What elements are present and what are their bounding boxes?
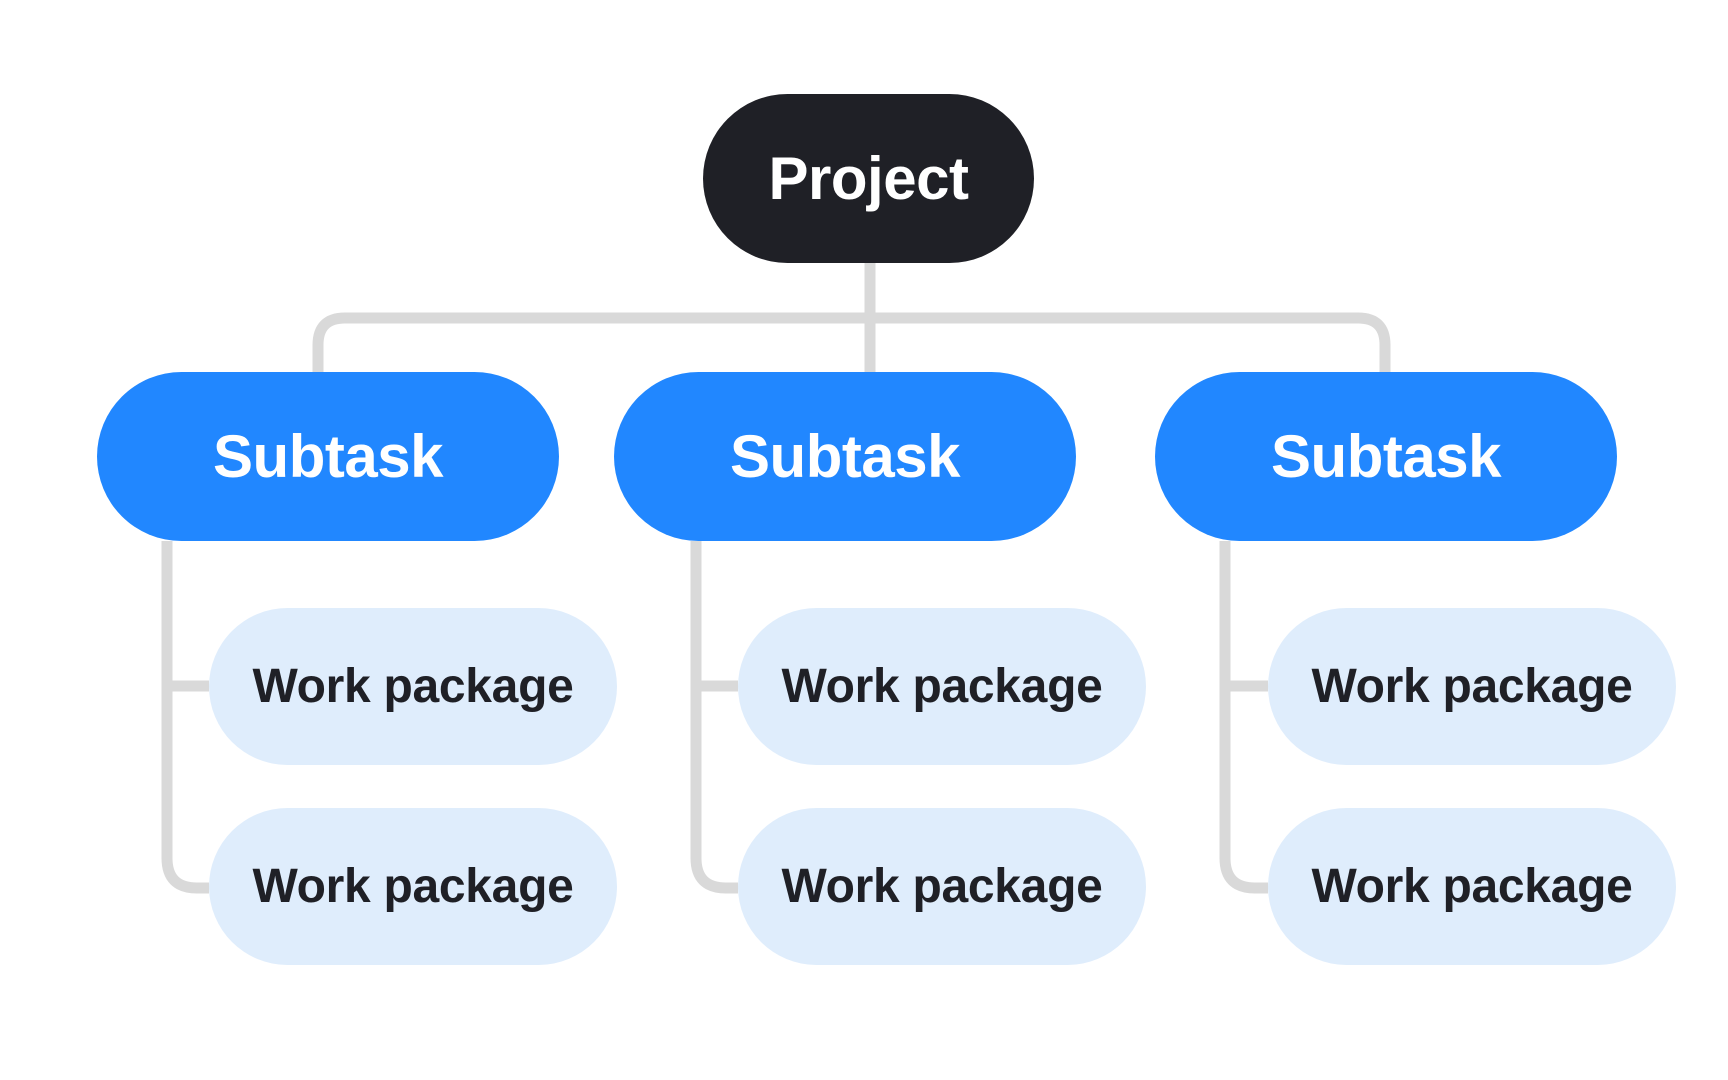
work-package-node-2-2: Work package [738,808,1146,965]
connector-subtask-2-spine [690,541,738,894]
project-node-label: Project [768,145,969,212]
work-package-node-2-1: Work package [738,608,1146,765]
work-package-node-1-2: Work package [209,808,617,965]
connector-subtask-1-spine [161,541,209,894]
work-package-label: Work package [781,660,1103,713]
project-node: Project [703,94,1034,263]
work-package-node-3-2: Work package [1268,808,1676,965]
work-package-label: Work package [781,860,1103,913]
work-package-label: Work package [252,860,574,913]
subtask-node-label: Subtask [730,423,960,490]
work-package-label: Work package [252,660,574,713]
work-package-label: Work package [1311,660,1633,713]
work-package-node-3-1: Work package [1268,608,1676,765]
subtask-node-label: Subtask [213,423,443,490]
connector-subtask-bus [312,312,1391,372]
subtask-node-3: Subtask [1155,372,1617,541]
subtask-node-label: Subtask [1271,423,1501,490]
subtask-node-1: Subtask [97,372,559,541]
connector-subtask-3-spine [1219,541,1268,894]
subtask-node-2: Subtask [614,372,1076,541]
work-package-node-1-1: Work package [209,608,617,765]
work-package-label: Work package [1311,860,1633,913]
